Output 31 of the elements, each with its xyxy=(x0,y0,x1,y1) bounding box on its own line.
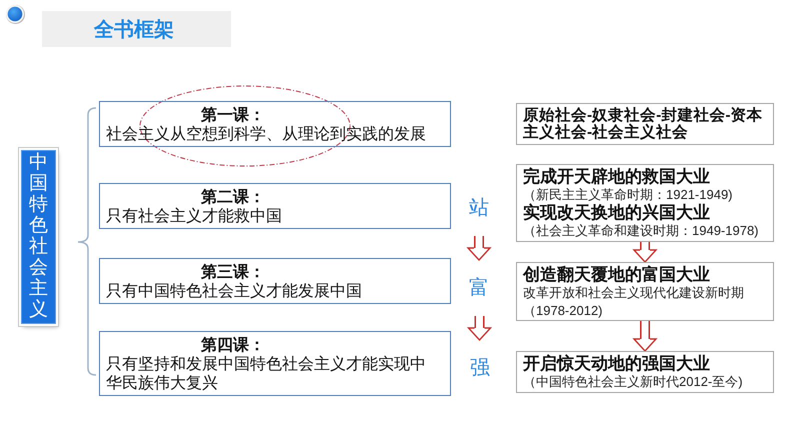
period-note: （新民主主义革命时期：1921-1949) xyxy=(523,186,732,203)
stage-character: 强 xyxy=(466,340,494,396)
vertical-title: 中国特色社会主义 xyxy=(29,153,48,321)
lesson-box xyxy=(99,183,451,229)
era-title: 开启惊天动地的强国大业 xyxy=(523,355,710,373)
title-banner: 全书框架 xyxy=(42,11,231,47)
lesson-box xyxy=(99,258,451,304)
lesson-summary: 只有中国特色社会主义才能发展中国 xyxy=(106,282,362,301)
lesson-heading: 第二课： xyxy=(201,188,265,207)
lesson-box xyxy=(99,331,451,396)
period-note: （中国特色社会主义新时代2012-至今) xyxy=(523,373,743,391)
lesson-summary: 只有坚持和发展中国特色社会主义才能实现中华民族伟大复兴 xyxy=(106,355,427,393)
era-box xyxy=(516,164,774,242)
lesson-summary: 社会主义从空想到科学、从理论到实践的发展 xyxy=(106,125,426,144)
period-note: 改革开放和社会主义现代化建设新时期（1978-2012) xyxy=(523,284,745,320)
sequence-box xyxy=(516,103,774,145)
lesson-heading: 第一课： xyxy=(201,106,265,125)
stage-character: 站 xyxy=(465,180,493,236)
era-box xyxy=(516,262,774,321)
era-title: 实现改天换地的兴国大业 xyxy=(523,204,710,222)
era-title: 创造翻天覆地的富国大业 xyxy=(523,266,710,284)
lesson-heading: 第四课： xyxy=(201,336,265,355)
lesson-box xyxy=(99,101,451,147)
period-note: （社会主义革命和建设时期：1949-1978) xyxy=(523,222,758,240)
topic-box xyxy=(21,150,56,324)
lesson-heading: 第三课： xyxy=(201,263,265,282)
history-sequence: 原始社会-奴隶社会-封建社会-资本主义社会-社会主义社会 xyxy=(523,107,764,141)
stage-character: 富 xyxy=(465,260,493,316)
lesson-summary: 只有社会主义才能救中国 xyxy=(106,207,282,226)
era-box xyxy=(516,351,774,393)
era-title: 完成开天辟地的救国大业 xyxy=(523,168,710,186)
